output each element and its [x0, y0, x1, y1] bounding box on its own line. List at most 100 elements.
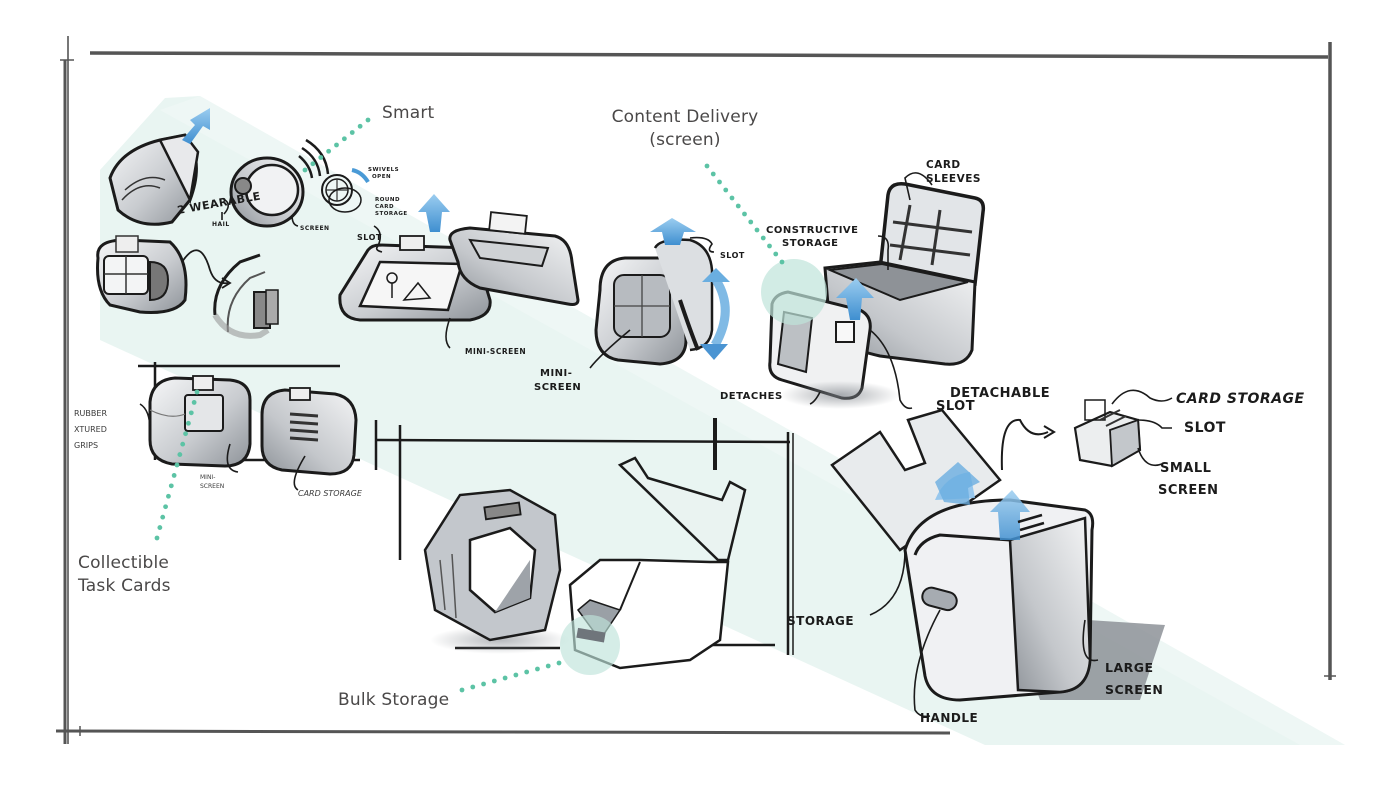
- sketch-round-storage: [321, 168, 370, 213]
- svg-text:SCREEN: SCREEN: [534, 382, 581, 393]
- leader-bulk-storage-dot: [470, 684, 476, 690]
- svg-text:LARGE: LARGE: [1105, 660, 1154, 675]
- leader-smart-dot: [310, 161, 316, 167]
- leader-content-delivery-dot: [773, 251, 779, 257]
- sketch-backpack: [594, 218, 730, 366]
- sketch-content-box: [761, 181, 986, 409]
- arrow-up-icon: [990, 490, 1030, 540]
- leader-smart-dot: [349, 130, 355, 135]
- leader-collectible-dot: [154, 535, 160, 541]
- leader-collectible-dot: [186, 420, 191, 426]
- card-sleeves-lid: [878, 181, 986, 286]
- label-slot-top: SLOT: [357, 233, 382, 242]
- label-small-screen: SMALL SCREEN: [1158, 461, 1218, 498]
- sketch-bulk-tray: [560, 456, 747, 675]
- leader-smart-dot: [302, 167, 308, 173]
- svg-text:CARD: CARD: [375, 204, 394, 210]
- svg-text:CARD: CARD: [926, 159, 961, 171]
- callout-smart: Smart: [382, 103, 435, 123]
- label-mini-screen-handheld: MINI- SCREEN: [200, 474, 224, 490]
- sketch-wearable-ring: [229, 138, 330, 228]
- callout-collectible-task-cards: Collectible Task Cards: [78, 553, 171, 596]
- leader-content-delivery-dot: [729, 195, 735, 201]
- leader-bulk-storage-dot: [556, 660, 562, 666]
- leader-content-delivery-dot: [779, 259, 785, 265]
- svg-text:XTURED: XTURED: [74, 425, 107, 434]
- sketch-card-band: [96, 235, 232, 314]
- leader-collectible-dot: [177, 452, 183, 457]
- leader-content-delivery-dot: [754, 227, 760, 233]
- sketch-wrist-cuff: [108, 108, 210, 226]
- label-slot-small: SLOT: [1184, 420, 1226, 436]
- sketch-small-storage: [1000, 389, 1173, 471]
- leader-bulk-storage-dot: [481, 681, 486, 687]
- svg-text:SCREEN: SCREEN: [200, 483, 224, 490]
- label-slot-backpack: SLOT: [720, 251, 745, 260]
- svg-text:CONSTRUCTIVE: CONSTRUCTIVE: [766, 225, 859, 236]
- label-large-screen: LARGE SCREEN: [1105, 660, 1163, 697]
- leader-smart-dot: [326, 148, 332, 154]
- svg-text:MINI-: MINI-: [540, 368, 572, 379]
- leader-content-delivery-dot: [767, 243, 772, 249]
- leader-content-delivery-dot: [760, 235, 766, 241]
- label-mini-screen-tablet: MINI-SCREEN: [465, 347, 526, 356]
- leader-smart-dot: [334, 142, 339, 148]
- leader-collectible-dot: [160, 514, 166, 520]
- pointer-arrow: [1000, 418, 1049, 471]
- leader-bulk-storage-dot: [513, 672, 519, 678]
- leader-content-delivery-dot: [748, 219, 754, 225]
- svg-text:GRIPS: GRIPS: [74, 441, 98, 450]
- label-card-sleeves: CARD SLEEVES: [926, 159, 981, 185]
- label-card-storage-handheld: CARD STORAGE: [298, 489, 363, 498]
- svg-text:OPEN: OPEN: [372, 174, 391, 180]
- svg-text:ROUND: ROUND: [375, 197, 400, 203]
- leader-collectible-dot: [166, 493, 171, 499]
- frame-top-line: [89, 51, 1329, 59]
- leader-content-delivery-dot: [723, 187, 729, 193]
- leader-collectible-dot: [157, 525, 163, 530]
- signal-icon: [298, 155, 314, 179]
- svg-text:SLEEVES: SLEEVES: [926, 173, 981, 185]
- leader-collectible-dot: [183, 431, 188, 437]
- callout-leaders: [154, 117, 785, 693]
- label-hail: HAIL: [212, 221, 230, 228]
- label-screen: SCREEN: [300, 225, 330, 232]
- sketch-card-reader: [448, 211, 580, 306]
- leader-content-delivery-dot: [742, 211, 747, 217]
- leader-bulk-storage-dot: [524, 669, 530, 675]
- sketch-large-box: [830, 408, 1165, 702]
- leader-bulk-storage-dot: [535, 666, 540, 672]
- arrow-up-icon: [650, 218, 696, 245]
- leader-smart-dot: [365, 117, 371, 123]
- label-detachable-slot: DETACHABLE SLOT: [936, 386, 1050, 414]
- svg-text:STORAGE: STORAGE: [375, 211, 408, 217]
- leader-collectible-dot: [171, 473, 177, 478]
- sketch-frame: [55, 36, 1336, 744]
- label-rubber-grips: RUBBER XTURED GRIPS: [74, 409, 107, 450]
- leader-collectible-dot: [163, 504, 168, 510]
- label-round-card-storage: ROUND CARD STORAGE: [375, 197, 408, 217]
- leader-collectible-dot: [188, 410, 194, 416]
- leader-collectible-dot: [174, 462, 180, 468]
- leader-content-delivery-dot: [704, 163, 710, 169]
- svg-text:RUBBER: RUBBER: [74, 409, 107, 418]
- svg-text:SMALL: SMALL: [1160, 461, 1211, 476]
- box-large-screen: [1008, 516, 1092, 694]
- leader-smart-dot: [357, 123, 363, 129]
- frame-bottom-line: [55, 729, 951, 735]
- leader-collectible-dot: [191, 400, 197, 405]
- svg-text:SCREEN: SCREEN: [1105, 682, 1163, 697]
- leader-bulk-storage-dot: [491, 678, 497, 684]
- label-card-storage-small: CARD STORAGE: [1176, 391, 1305, 407]
- callout-content-delivery: Content Delivery (screen): [611, 107, 759, 150]
- leader-smart-dot: [318, 155, 324, 160]
- arrow-up-icon: [182, 108, 210, 144]
- label-swivels-open: SWIVELS OPEN: [368, 167, 399, 180]
- leader-content-delivery-dot: [710, 171, 716, 177]
- arrow-up-icon: [418, 194, 450, 232]
- box-handle: [921, 586, 958, 612]
- leader-content-delivery-dot: [735, 203, 741, 209]
- label-handle: HANDLE: [920, 711, 978, 725]
- svg-text:DETACHABLE: DETACHABLE: [950, 386, 1050, 401]
